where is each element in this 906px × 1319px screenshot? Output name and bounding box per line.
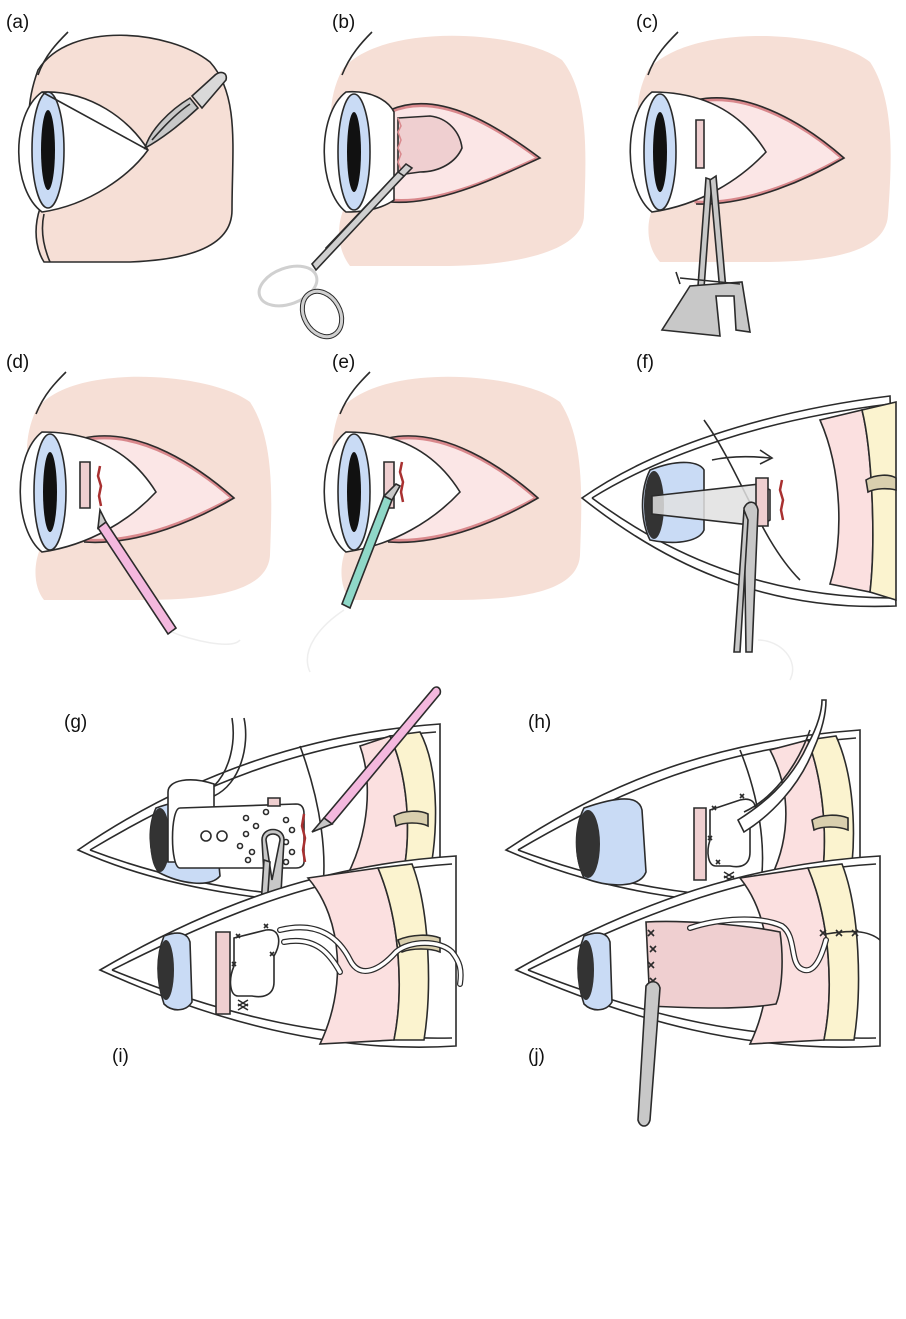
pupil	[158, 940, 174, 1000]
device-plate	[173, 804, 305, 868]
conjunctival-flap	[268, 798, 280, 806]
pupil	[653, 112, 667, 192]
pupil	[576, 810, 600, 878]
panel-label-a: (a)	[6, 12, 29, 34]
panel-label-e: (e)	[332, 352, 355, 374]
panel-label-d: (d)	[6, 352, 29, 374]
pupil	[347, 112, 361, 192]
pupil	[41, 110, 55, 190]
pupil	[578, 940, 594, 1000]
panel-label-h: (h)	[528, 712, 551, 734]
panel-label-c: (c)	[636, 12, 658, 34]
panel-a	[19, 32, 233, 262]
panel-d	[20, 372, 271, 644]
conjunctival-flap	[80, 462, 90, 508]
graft-tissue	[646, 921, 782, 1008]
panel-e	[307, 372, 581, 672]
panel-label-j: (j)	[528, 1046, 545, 1068]
pupil	[43, 452, 57, 532]
panel-label-f: (f)	[636, 352, 654, 374]
panel-c	[630, 32, 890, 336]
pupil	[347, 452, 361, 532]
panel-f	[582, 396, 896, 680]
conjunctival-flap	[694, 808, 706, 880]
conjunctival-flap	[696, 120, 704, 168]
panel-label-i: (i)	[112, 1046, 129, 1068]
panel-j	[516, 856, 880, 1126]
panel-b	[254, 32, 586, 344]
pupil	[150, 808, 170, 872]
panel-label-g: (g)	[64, 712, 87, 734]
conjunctival-flap	[216, 932, 230, 1014]
panel-label-b: (b)	[332, 12, 355, 34]
